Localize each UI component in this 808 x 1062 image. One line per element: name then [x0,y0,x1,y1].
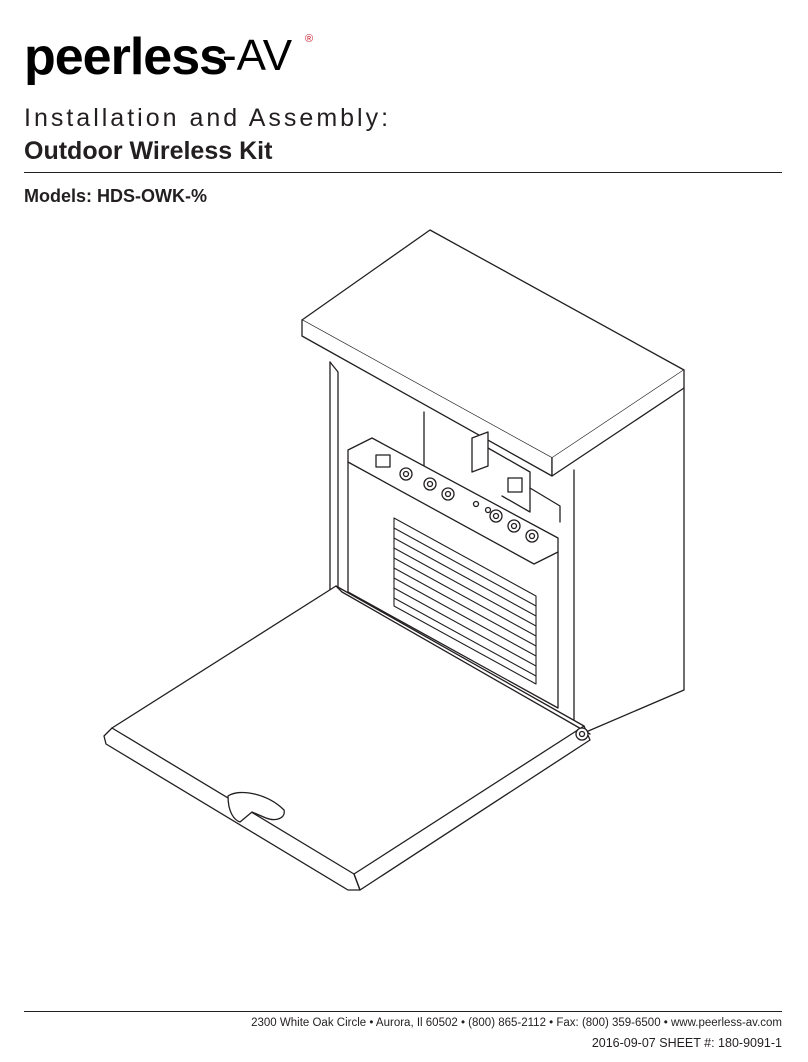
footer-divider [24,1011,782,1012]
header-divider [24,172,782,173]
door-panel [111,585,585,875]
enclosure-illustration [103,229,685,891]
enclosure-left-front-edge [329,361,339,597]
door-hinge [575,727,589,741]
logo-wordmark: peerless [24,28,227,86]
lid-side [551,369,685,477]
logo-av-suffix: -AV [222,31,293,80]
device-connectors [375,454,539,543]
document-kicker: Installation and Assembly: [24,104,392,132]
company-address: 2300 White Oak Circle • Aurora, Il 60502… [251,1017,782,1029]
document-title: Outdoor Wireless Kit [24,137,273,165]
door-top-lip [335,585,591,735]
power-outlet-bracket [471,431,561,523]
door-latch [227,791,285,823]
logo-registered-mark: ® [305,33,313,45]
device-front [347,461,559,709]
peerless-av-logo: peerless -AV ® [24,28,313,86]
device-vent-grille [393,517,537,685]
models-label: Models: HDS-OWK-% [24,186,207,206]
sheet-number: 2016-09-07 SHEET #: 180-9091-1 [591,1036,782,1050]
